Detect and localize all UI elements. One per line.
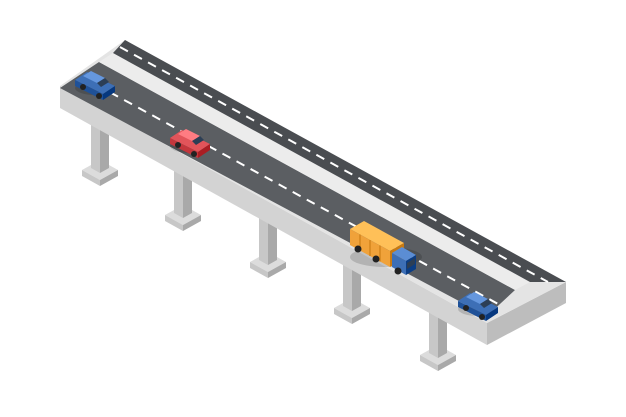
blue-car-top-left <box>75 71 115 100</box>
blue-car-bottom-right <box>458 292 498 321</box>
pillar-base-right <box>268 262 286 278</box>
car-body-top <box>75 72 115 94</box>
car-wheel <box>96 93 102 99</box>
truck-cargo-top <box>350 221 404 251</box>
lane-marking-far <box>119 46 549 283</box>
truck-wheel <box>354 245 362 253</box>
car-wheel <box>463 305 469 311</box>
car-windshield <box>480 299 492 308</box>
car-body-top <box>458 293 498 315</box>
roadway-near <box>60 62 515 316</box>
pillars <box>82 117 456 371</box>
car-wheel <box>175 142 181 148</box>
truck-cab-side <box>392 253 406 275</box>
pillar-base-right <box>438 355 456 371</box>
pillar-base-left <box>165 215 183 231</box>
truck-windshield <box>407 258 415 269</box>
cargo-truck <box>350 221 422 275</box>
car-windshield <box>192 136 204 145</box>
vehicles <box>75 71 498 321</box>
car-body-top <box>170 130 210 152</box>
pillar-base-right <box>183 215 201 231</box>
car-roof <box>178 129 200 141</box>
truck-wheel <box>372 255 380 263</box>
car-wheel <box>191 151 197 157</box>
pillar-4 <box>334 255 370 324</box>
pillar-column-left <box>174 162 183 218</box>
truck-cab-top <box>392 247 416 261</box>
pillar-base-left <box>250 262 268 278</box>
car-roof <box>466 292 488 304</box>
truck-wheel <box>394 267 402 275</box>
pillar-base-right <box>100 170 118 186</box>
deck-end-face <box>487 282 566 345</box>
car-roof <box>83 71 105 83</box>
pillar-base-left <box>420 355 438 371</box>
lane-markings <box>81 46 549 306</box>
car-wheel <box>479 314 485 320</box>
car-windshield <box>97 78 109 87</box>
pillar-base-left <box>334 308 352 324</box>
pillar-base-right <box>352 308 370 324</box>
car-body-front <box>486 307 498 321</box>
pillar-column-left <box>91 117 100 173</box>
red-car <box>170 129 210 158</box>
pillar-column-left <box>343 255 352 311</box>
roadway-far <box>113 40 566 282</box>
pillar-column-left <box>259 209 268 265</box>
deck-front-face <box>60 86 487 345</box>
pillar-base-left <box>82 170 100 186</box>
car-wheel <box>80 84 86 90</box>
median <box>99 53 530 290</box>
car-body-front <box>103 86 115 100</box>
car-body-front <box>198 144 210 158</box>
